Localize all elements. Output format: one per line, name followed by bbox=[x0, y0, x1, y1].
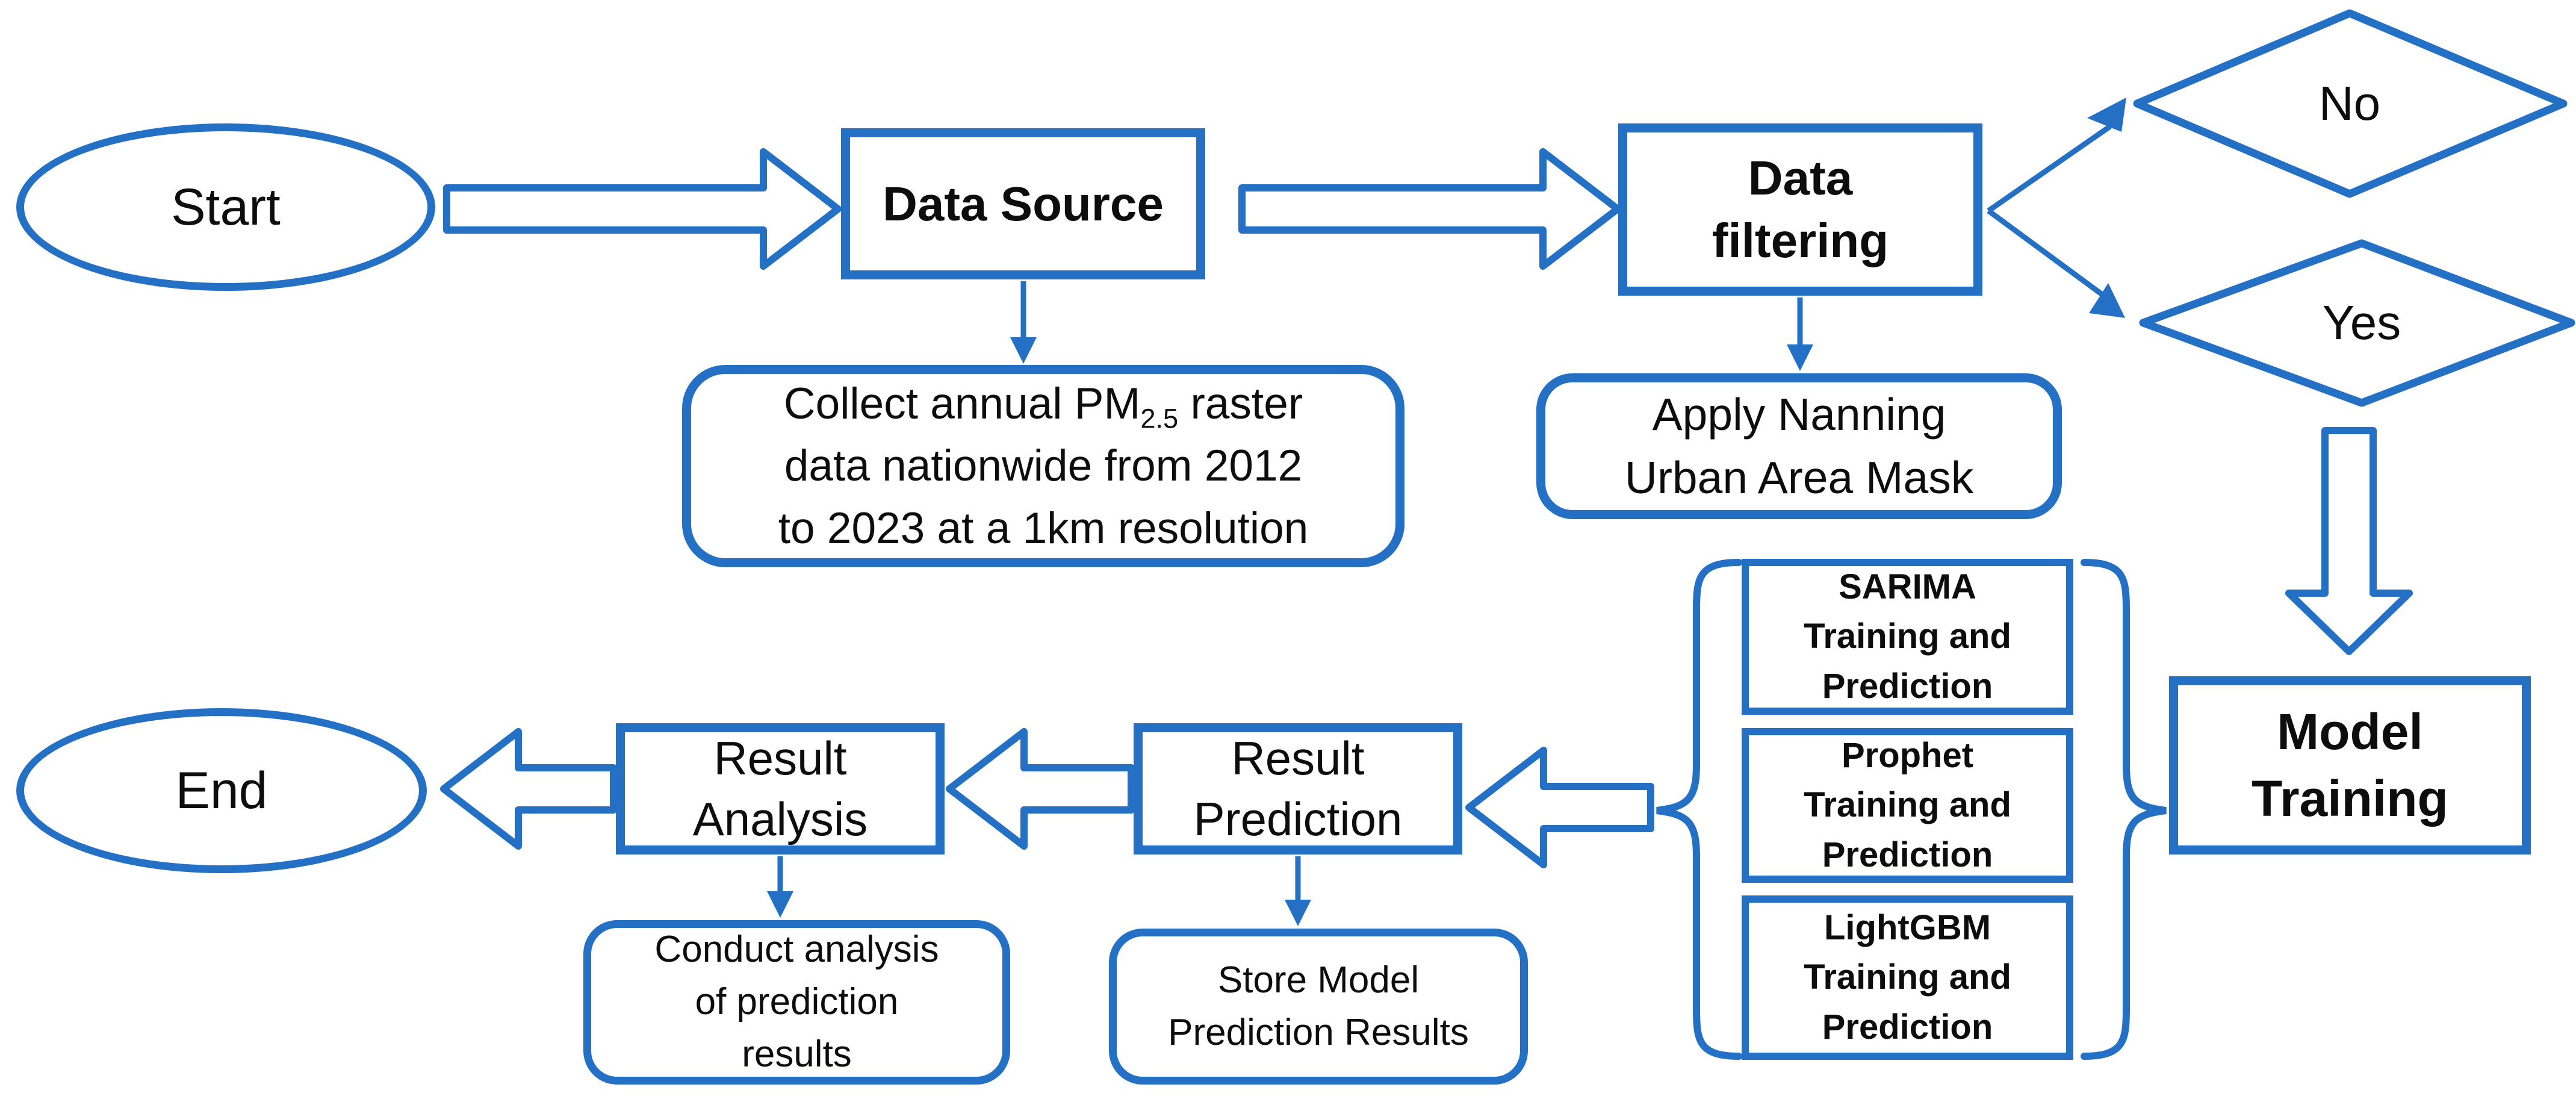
decision-yes-label: Yes bbox=[2322, 296, 2401, 349]
callout-collect-data: Collect annual PM2.5 raster data nationw… bbox=[682, 365, 1404, 567]
process-model-training: Model Training bbox=[2169, 676, 2531, 855]
sarima-line3: Prediction bbox=[1822, 666, 1993, 706]
decision-no-label: No bbox=[2318, 76, 2381, 130]
prophet-line1: Prophet bbox=[1841, 735, 1974, 775]
apply-mask-line2: Urban Area Mask bbox=[1624, 452, 1974, 503]
decision-no-diamond bbox=[2133, 9, 2568, 198]
process-data-source: Data Source bbox=[841, 128, 1205, 279]
block-arrow-left-icon bbox=[946, 728, 1135, 850]
process-result-analysis: Result Analysis bbox=[616, 723, 945, 855]
arrowhead-icon bbox=[1010, 337, 1037, 364]
data-filtering-line2: filtering bbox=[1712, 214, 1889, 267]
right-brace-icon bbox=[2081, 559, 2167, 1060]
block-arrow-left-icon bbox=[1465, 747, 1654, 868]
collect-line3: to 2023 at a 1km resolution bbox=[778, 503, 1309, 553]
sarima-line2: Training and bbox=[1804, 617, 2011, 656]
line-arrow-to-yes-icon bbox=[1987, 208, 2109, 300]
block-arrow-left-icon bbox=[440, 728, 617, 850]
conduct-line3: results bbox=[742, 1033, 852, 1075]
process-prophet: Prophet Training and Prediction bbox=[1742, 728, 2073, 883]
callout-conduct-analysis: Conduct analysis of prediction results bbox=[583, 920, 1010, 1085]
process-result-prediction: Result Prediction bbox=[1134, 723, 1462, 855]
arrowhead-icon bbox=[1787, 344, 1813, 371]
block-arrow-right-icon bbox=[1238, 148, 1621, 270]
start-label: Start bbox=[171, 178, 281, 236]
conduct-line2: of prediction bbox=[695, 981, 899, 1023]
process-lightgbm: LightGBM Training and Prediction bbox=[1742, 895, 2073, 1060]
apply-mask-line1: Apply Nanning bbox=[1652, 389, 1946, 440]
store-results-line2: Prediction Results bbox=[1168, 1011, 1469, 1053]
prophet-line3: Prediction bbox=[1822, 835, 1993, 874]
left-brace-icon bbox=[1656, 559, 1742, 1060]
data-source-label: Data Source bbox=[883, 176, 1164, 231]
data-filtering-line1: Data bbox=[1748, 151, 1853, 205]
arrowhead-icon bbox=[2087, 98, 2126, 132]
block-arrow-right-icon bbox=[443, 148, 842, 270]
collect-line1-subscript: 2.5 bbox=[1140, 403, 1179, 434]
arrowhead-icon bbox=[1285, 900, 1311, 926]
conduct-line1: Conduct analysis bbox=[654, 929, 939, 971]
line-arrow-to-no-icon bbox=[1987, 124, 2112, 213]
result-analysis-line2: Analysis bbox=[692, 792, 868, 845]
result-prediction-line2: Prediction bbox=[1193, 792, 1403, 845]
result-prediction-line1: Result bbox=[1231, 731, 1365, 785]
collect-line1: Collect annual PM2.5 raster bbox=[784, 373, 1303, 435]
arrowhead-icon bbox=[767, 891, 793, 918]
process-sarima: SARIMA Training and Prediction bbox=[1742, 559, 2073, 715]
lightgbm-line3: Prediction bbox=[1822, 1007, 1993, 1047]
end-label: End bbox=[175, 761, 268, 820]
callout-apply-mask: Apply Nanning Urban Area Mask bbox=[1536, 373, 2062, 519]
prophet-line2: Training and bbox=[1804, 785, 2011, 825]
model-training-line2: Training bbox=[2252, 770, 2448, 827]
collect-line1-pre: Collect annual PM bbox=[783, 379, 1141, 428]
arrowhead-icon bbox=[2089, 283, 2125, 318]
model-training-line1: Model bbox=[2277, 703, 2423, 761]
collect-line1-post: raster bbox=[1178, 379, 1303, 428]
collect-line2: data nationwide from 2012 bbox=[784, 441, 1303, 491]
store-results-line1: Store Model bbox=[1217, 959, 1420, 1001]
decision-yes-diamond bbox=[2139, 239, 2575, 407]
result-analysis-line1: Result bbox=[713, 731, 847, 785]
sarima-line1: SARIMA bbox=[1839, 567, 1976, 606]
lightgbm-line2: Training and bbox=[1804, 957, 2011, 997]
callout-store-results: Store Model Prediction Results bbox=[1109, 929, 1528, 1085]
lightgbm-line1: LightGBM bbox=[1823, 907, 1991, 947]
process-data-filtering: Data filtering bbox=[1618, 123, 1982, 296]
end-terminator: End bbox=[16, 708, 427, 873]
start-terminator: Start bbox=[16, 123, 435, 291]
block-arrow-down-icon bbox=[2285, 427, 2413, 655]
